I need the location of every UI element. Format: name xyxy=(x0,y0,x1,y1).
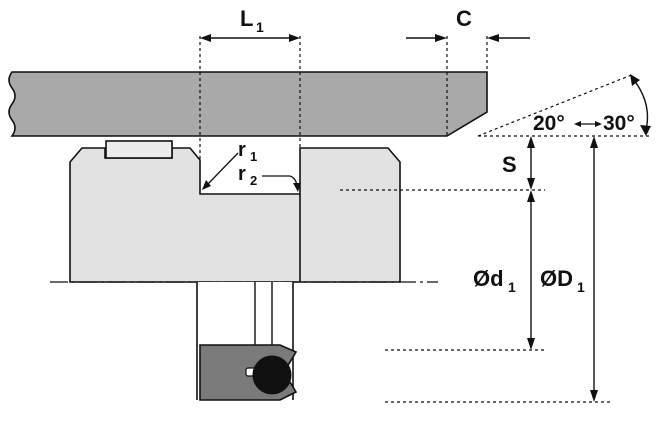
d1-label: Ød xyxy=(473,266,504,291)
angle-between-arrow-left xyxy=(574,121,581,127)
angle-between-arrow-right xyxy=(595,121,602,127)
angle-30-label: 30° xyxy=(603,112,635,135)
r2-leader-arrow xyxy=(293,183,301,192)
s-arrow-top xyxy=(527,136,535,148)
chamfer-angle-line xyxy=(477,73,635,137)
r1-leader xyxy=(205,152,239,187)
r1-subscript: 1 xyxy=(250,149,257,164)
angle-arc-arrow-top xyxy=(630,74,640,86)
l1-label: L xyxy=(240,6,253,31)
r1-leader-arrow xyxy=(202,180,211,190)
s-arrow-bottom xyxy=(527,178,535,190)
d1-arrow-bottom xyxy=(527,338,535,350)
angle-20-label: 20° xyxy=(533,112,565,135)
d1-arrow-top xyxy=(527,190,535,202)
D1-label: ØD xyxy=(540,266,573,291)
D1-arrow-top xyxy=(590,136,598,148)
d1-subscript: 1 xyxy=(508,279,516,295)
c-label: C xyxy=(456,6,472,31)
r2-label: r xyxy=(238,163,246,185)
c-arrow-left xyxy=(435,34,447,42)
s-label: S xyxy=(502,152,517,177)
rod xyxy=(8,71,488,137)
D1-arrow-bottom xyxy=(590,390,598,402)
D1-subscript: 1 xyxy=(577,279,585,295)
l1-arrow-right xyxy=(289,34,300,42)
r2-subscript: 2 xyxy=(250,173,257,188)
angle-arc xyxy=(633,79,649,131)
l1-arrow-left xyxy=(200,34,211,42)
o-ring xyxy=(252,355,292,395)
l1-subscript: 1 xyxy=(256,19,264,35)
seal-insert xyxy=(105,140,173,159)
housing-groove xyxy=(69,147,401,283)
r1-label: r xyxy=(238,139,246,161)
angle-arc-arrow-bottom xyxy=(640,125,651,136)
c-arrow-right xyxy=(487,34,499,42)
